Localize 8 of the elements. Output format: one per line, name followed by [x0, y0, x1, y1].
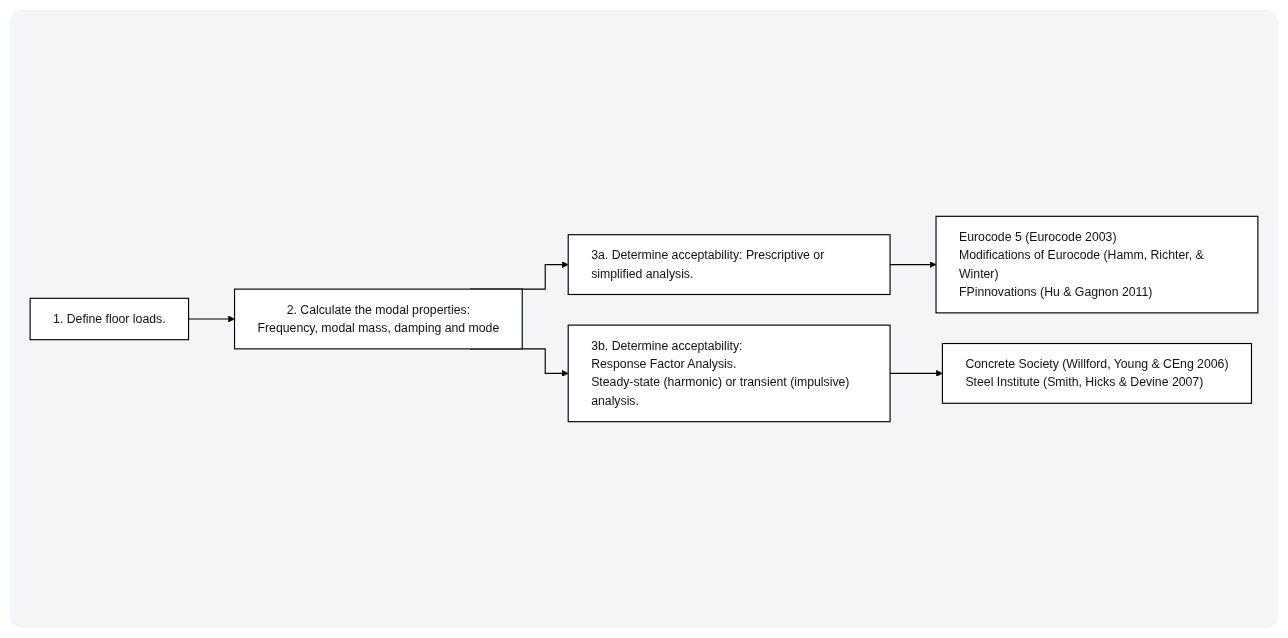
node-box [935, 215, 1259, 314]
node-box [567, 324, 891, 423]
panel-background: 1. Define floor loads. 2. Calculate the modal properties: Frequency, modal mass, damping and mode 3a. Determine acceptability: Prescriptive or simplified analysis. Eurocode 5 (Eurocode 2003) Modifications of Eurocode (Hamm, Richter, & Winter) FPinnovations (Hu & Gagnon 2011) 3b. Determine acceptability: Response Factor Analysis. Steady-state (harmonic) or transient (impulsive) analysis. Concrete Society (Willford, Young & CEng 2006) Steel Institute (Smith, Hicks & Devine 2007) [10, 10, 1278, 628]
node-box [941, 342, 1253, 404]
arrow [188, 315, 235, 323]
node-box [567, 234, 891, 296]
node-box [29, 297, 190, 341]
node-box [233, 288, 523, 350]
